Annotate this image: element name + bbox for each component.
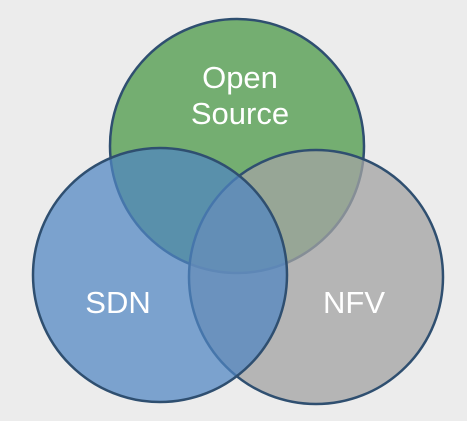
nfv-label: NFV <box>323 285 385 320</box>
open-source-label-line-1: Open <box>202 60 278 95</box>
sdn-circle <box>31 146 289 404</box>
sdn-label: SDN <box>85 285 150 320</box>
open-source-label-line-2: Source <box>191 96 289 131</box>
